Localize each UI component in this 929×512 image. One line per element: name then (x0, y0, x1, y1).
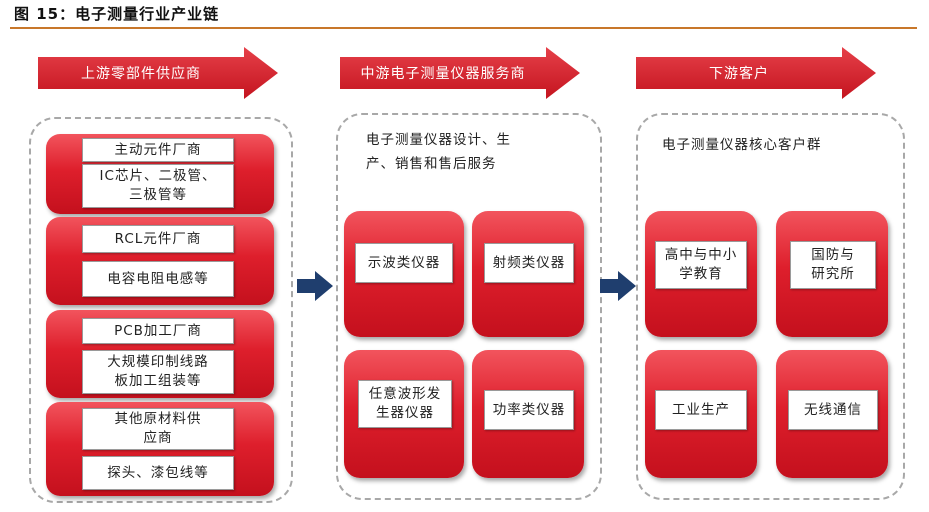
instrument-card: 射频类仪器 (472, 211, 584, 337)
customer-label: 国防与研究所 (790, 241, 876, 289)
group-active-components: 主动元件厂商 IC芯片、二极管、三极管等 (46, 134, 274, 214)
instrument-card: 示波类仪器 (344, 211, 464, 337)
group-detail: 探头、漆包线等 (82, 456, 234, 490)
banner-midstream-label: 中游电子测量仪器服务商 (360, 66, 526, 82)
group-other-materials: 其他原材料供应商 探头、漆包线等 (46, 402, 274, 496)
instrument-label: 功率类仪器 (484, 390, 574, 430)
instrument-card: 功率类仪器 (472, 350, 584, 478)
figure-title: 图 15：电子测量行业产业链 (14, 5, 220, 23)
title-rule (10, 27, 917, 29)
banner-arrow-shape (340, 47, 580, 99)
banner-upstream: 上游零部件供应商 (38, 47, 278, 99)
customer-label: 无线通信 (788, 390, 878, 430)
group-rcl-components: RCL元件厂商 电容电阻电感等 (46, 217, 274, 305)
instrument-label: 任意波形发生器仪器 (358, 380, 452, 428)
banner-downstream-label: 下游客户 (709, 66, 769, 82)
banner-arrow-shape (636, 47, 876, 99)
instrument-label: 射频类仪器 (484, 243, 574, 283)
banner-midstream: 中游电子测量仪器服务商 (340, 47, 580, 99)
group-name: PCB加工厂商 (82, 318, 234, 344)
group-name: 主动元件厂商 (82, 138, 234, 162)
flow-arrow-right-icon (600, 271, 636, 301)
group-pcb-processing: PCB加工厂商 大规模印制线路板加工组装等 (46, 310, 274, 398)
group-detail: IC芯片、二极管、三极管等 (82, 164, 234, 208)
group-name: 其他原材料供应商 (82, 408, 234, 450)
banner-downstream: 下游客户 (636, 47, 876, 99)
banner-upstream-label: 上游零部件供应商 (81, 66, 201, 82)
banner-arrow-shape (38, 47, 278, 99)
customer-label: 高中与中小学教育 (655, 241, 747, 289)
group-name: RCL元件厂商 (82, 225, 234, 253)
midstream-description: 电子测量仪器设计、生产、销售和售后服务 (366, 132, 511, 172)
customer-card: 工业生产 (645, 350, 757, 478)
group-detail: 电容电阻电感等 (82, 261, 234, 297)
flow-arrow-right-icon (297, 271, 333, 301)
customer-card: 无线通信 (776, 350, 888, 478)
customer-card: 国防与研究所 (776, 211, 888, 337)
downstream-description: 电子测量仪器核心客户群 (662, 137, 822, 153)
group-detail: 大规模印制线路板加工组装等 (82, 350, 234, 394)
instrument-card: 任意波形发生器仪器 (344, 350, 464, 478)
customer-card: 高中与中小学教育 (645, 211, 757, 337)
customer-label: 工业生产 (655, 390, 747, 430)
instrument-label: 示波类仪器 (355, 243, 453, 283)
